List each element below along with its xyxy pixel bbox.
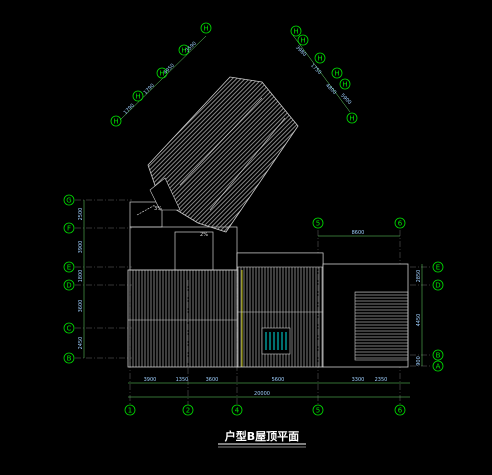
axis-diag-left-3-label: H xyxy=(181,47,186,55)
axis-left-G-bubble xyxy=(63,194,75,206)
axis-diag-right-5-label: H xyxy=(349,115,354,123)
axis-left-D-label: D xyxy=(66,282,71,290)
dim-left-4: 2450 xyxy=(78,337,84,350)
axis-bottom-2-label: 2 xyxy=(186,407,190,415)
roof-rotated-wing xyxy=(147,76,299,233)
dim-bottom-1: 1350 xyxy=(176,377,189,383)
axis-bottom-5-label: 5 xyxy=(316,407,320,415)
dim-bottom-total: 20000 xyxy=(254,391,270,397)
axis-left-C-bubble xyxy=(63,322,75,334)
grid-lines xyxy=(75,199,432,405)
dim-right-2: 900 xyxy=(416,356,422,366)
axis-left-E-label: E xyxy=(67,264,71,272)
axis-left-G-label: G xyxy=(66,197,71,205)
axis-diag-left-1-label: H xyxy=(135,93,140,101)
dim-bottom-0: 3900 xyxy=(144,377,157,383)
axis-bottom-4-bubble xyxy=(231,404,243,416)
axis-top-5-bubble xyxy=(312,217,324,229)
axis-left-F-label: F xyxy=(67,225,71,233)
axis-bottom-2-bubble xyxy=(182,404,194,416)
dim-bottom-2: 3600 xyxy=(206,377,219,383)
axis-right-E-label: E xyxy=(436,264,440,272)
dim-left-3: 3600 xyxy=(78,300,84,313)
axis-diag-left-2-label: H xyxy=(159,70,164,78)
axis-top-6-label: 6 xyxy=(398,220,403,228)
axis-right-B-bubble xyxy=(432,349,444,361)
axis-diag-right-2-label: H xyxy=(317,55,322,63)
dim-right-1: 4450 xyxy=(416,314,422,327)
axis-diag-right-3-bubble xyxy=(331,67,343,79)
axis-bottom-5-bubble xyxy=(312,404,324,416)
axis-diag-right-4-label: H xyxy=(342,81,347,89)
axis-left-D-bubble xyxy=(63,279,75,291)
dim-bottom-3: 5600 xyxy=(272,377,285,383)
axis-diag-right-5-bubble xyxy=(346,112,358,124)
axis-top-5-label: 5 xyxy=(316,220,320,228)
axis-right-A-label: A xyxy=(436,363,441,371)
axis-left-B-bubble xyxy=(63,352,75,364)
drawing-title: 户型B屋顶平面 xyxy=(225,429,299,443)
dim-left-1: 3900 xyxy=(78,241,84,254)
axis-left-E-bubble xyxy=(63,261,75,273)
dim-lines xyxy=(83,200,423,398)
axis-bottom-6-label: 6 xyxy=(398,407,403,415)
dim-left-2: 1800 xyxy=(78,270,84,283)
axis-top-6-bubble xyxy=(394,217,406,229)
axis-diag-left-4-label: H xyxy=(203,25,208,33)
axis-diag-right-2-bubble xyxy=(314,52,326,64)
axis-right-A-bubble xyxy=(432,360,444,372)
dim-left-0: 2500 xyxy=(78,208,84,221)
axis-diag-left-0-label: H xyxy=(113,118,118,126)
axis-right-B-label: B xyxy=(436,352,441,360)
slope-note-lower: 2% xyxy=(200,232,208,238)
axis-diag-right-0-bubble xyxy=(290,25,302,37)
axis-diag-right-4-bubble xyxy=(339,78,351,90)
axis-diag-left-4-bubble xyxy=(200,22,212,34)
axis-diag-right-3-label: H xyxy=(334,70,339,78)
axis-bottom-1-bubble xyxy=(124,404,136,416)
axis-diag-left-2-bubble xyxy=(156,67,168,79)
axis-bottom-4-label: 4 xyxy=(235,407,240,415)
axis-right-E-bubble xyxy=(432,261,444,273)
axis-diag-left-1-bubble xyxy=(132,90,144,102)
axis-bottom-1-label: 1 xyxy=(128,407,132,415)
axis-left-B-label: B xyxy=(67,355,72,363)
axis-diag-left-3-bubble xyxy=(178,44,190,56)
axis-bottom-6-bubble xyxy=(394,404,406,416)
dim-bottom-4: 3300 xyxy=(352,377,365,383)
axis-diag-right-1-label: H xyxy=(300,37,305,45)
dim-right-0: 2850 xyxy=(416,270,422,283)
axis-left-F-bubble xyxy=(63,222,75,234)
axis-left-C-label: C xyxy=(67,325,72,333)
dim-top-right: 8600 xyxy=(352,230,365,236)
axis-right-D-bubble xyxy=(432,279,444,291)
slope-note-upper: 3% xyxy=(154,206,162,212)
axis-diag-right-1-bubble xyxy=(297,34,309,46)
terrace-area xyxy=(129,201,238,271)
axis-diag-right-0-label: H xyxy=(293,28,298,36)
axis-right-D-label: D xyxy=(435,282,440,290)
dim-bottom-5: 2350 xyxy=(375,377,388,383)
axis-diag-left-0-bubble xyxy=(110,115,122,127)
roof-main xyxy=(127,252,409,368)
